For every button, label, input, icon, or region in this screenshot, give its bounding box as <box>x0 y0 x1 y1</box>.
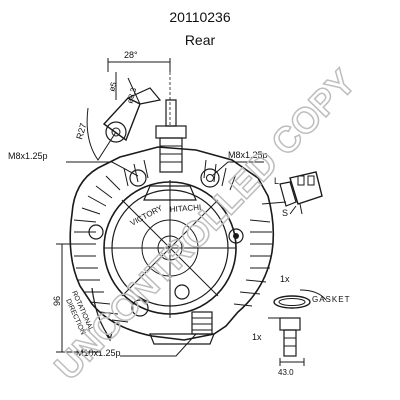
hitachi-label: HITACHI <box>170 203 202 214</box>
m8-right-label: M8x1.25p <box>228 150 268 160</box>
m10-label: M10x1.25p <box>76 348 121 358</box>
m8-right-leader <box>211 161 264 177</box>
phi-leaders <box>115 72 141 105</box>
rear-cover <box>103 180 237 318</box>
phi5-label: ø5 <box>107 81 118 93</box>
connector-pointer <box>261 201 287 205</box>
view-label: Rear <box>184 32 216 48</box>
l-terminal-label: L <box>274 176 279 186</box>
dim-96-label: 96 <box>52 296 62 306</box>
r27-leader <box>86 107 117 161</box>
dim-28-label: 28° <box>124 50 138 60</box>
dim-28-width <box>107 58 171 126</box>
uncontrolled-copy-watermark: UNCONTROLLED COPY <box>46 61 363 387</box>
fitting-qty: 1x <box>252 332 262 342</box>
r27-label: R27 <box>74 122 88 141</box>
mounting-bosses <box>88 121 244 317</box>
m8-left-leader <box>66 161 139 177</box>
bottom-stud <box>149 311 215 345</box>
m8-left-label: M8x1.25p <box>8 151 48 161</box>
m10-leader <box>120 333 197 357</box>
gasket-label: GASKET <box>312 295 350 304</box>
gasket-qty: 1x <box>280 274 290 284</box>
part-number: 20110236 <box>169 9 231 25</box>
fitting <box>268 317 305 366</box>
dim-96-height <box>56 243 100 353</box>
gasket <box>273 289 327 309</box>
rotation-arrow <box>91 287 113 342</box>
connector-plug <box>279 171 323 215</box>
fitting-width-label: 43.0 <box>278 368 294 377</box>
phi8-label: ø8.3 <box>125 86 138 104</box>
s-terminal-label: S <box>282 208 288 218</box>
adjusting-arm <box>102 87 187 173</box>
